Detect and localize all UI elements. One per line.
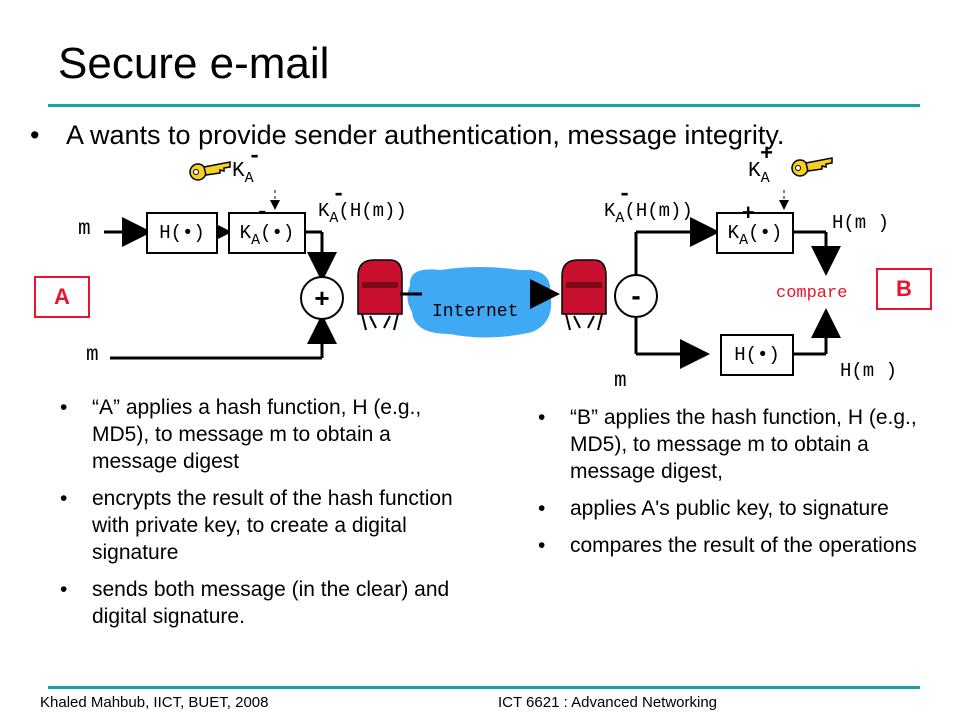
receiver-hash-box: H(•) xyxy=(720,334,794,376)
sig-sub: A xyxy=(329,210,339,227)
encrypt-sub: A xyxy=(251,232,261,249)
internet-label: Internet xyxy=(432,302,519,322)
list-item: encrypts the result of the hash function… xyxy=(60,485,460,566)
sender-message-label-bottom: m xyxy=(86,344,99,367)
lead-bullet: • A wants to provide sender authenticatio… xyxy=(30,118,784,152)
key-base: K xyxy=(232,160,245,183)
decrypt-sub: A xyxy=(739,232,749,249)
rsig-base: K xyxy=(604,200,616,222)
list-item: “B” applies the hash function, H (e.g., … xyxy=(538,404,938,485)
sender-message-label: m xyxy=(78,218,91,241)
footer-right: ICT 6621 : Advanced Networking xyxy=(498,694,718,711)
receiver-hm-bottom: H(m ) xyxy=(840,360,898,382)
key-sub: A xyxy=(244,170,254,187)
receiver-key-label: KA + xyxy=(748,142,773,187)
decrypt-base: K xyxy=(727,222,740,244)
mailbox-icon xyxy=(357,259,403,331)
key-sup: - xyxy=(248,144,262,169)
mailbox-icon xyxy=(561,259,607,331)
receiver-decrypt-box: KA(•) + xyxy=(716,202,794,254)
receiver-hm-top: H(m ) xyxy=(832,212,890,234)
page-title: Secure e-mail xyxy=(58,39,330,88)
receiver-split-node: - xyxy=(614,274,658,318)
sig-sup: - xyxy=(332,182,346,207)
sender-signature-label: KA(H(m)) - xyxy=(318,182,407,227)
sender-key-label: KA - xyxy=(232,144,261,187)
list-item: compares the result of the operations xyxy=(538,532,938,559)
compare-label: compare xyxy=(776,284,848,303)
rkey-sup: + xyxy=(760,142,774,167)
list-item: “A” applies a hash function, H (e.g., MD… xyxy=(60,394,460,475)
sig-base: K xyxy=(318,200,330,222)
receiver-signature-label: KA(H(m)) - xyxy=(604,182,693,227)
key-icon xyxy=(791,157,833,177)
decrypt-sup: + xyxy=(741,202,755,227)
sender-hash-box: H(•) xyxy=(146,212,218,254)
rkey-sub: A xyxy=(760,170,770,187)
rkey-base: K xyxy=(748,160,761,183)
encrypt-arg: (•) xyxy=(260,222,295,244)
sender-encrypt-box: KA(•) - xyxy=(228,200,306,254)
list-item: applies A's public key, to signature xyxy=(538,495,938,522)
rsig-arg: (H(m)) xyxy=(624,200,693,222)
left-bullet-list: “A” applies a hash function, H (e.g., MD… xyxy=(60,394,460,640)
list-item: sends both message (in the clear) and di… xyxy=(60,576,460,630)
receiver-tag: B xyxy=(876,268,932,310)
sig-arg: (H(m)) xyxy=(338,200,407,222)
encrypt-sup: - xyxy=(255,200,269,225)
decrypt-arg: (•) xyxy=(748,222,783,244)
sender-combine-node: + xyxy=(300,276,344,320)
sender-tag: A xyxy=(34,276,90,318)
internet-cloud-icon xyxy=(400,267,560,338)
key-icon xyxy=(189,161,231,181)
title-rule xyxy=(48,104,920,107)
footer-left: Khaled Mahbub, IICT, BUET, 2008 xyxy=(40,694,269,711)
right-bullet-list: “B” applies the hash function, H (e.g., … xyxy=(538,404,938,569)
footer-rule xyxy=(48,686,920,689)
rsig-sub: A xyxy=(615,210,625,227)
encrypt-base: K xyxy=(239,222,252,244)
rsig-sup: - xyxy=(618,182,632,207)
bullet-dot: • xyxy=(30,120,40,150)
lead-text: A wants to provide sender authentication… xyxy=(66,120,785,150)
receiver-message-label: m xyxy=(614,370,627,393)
